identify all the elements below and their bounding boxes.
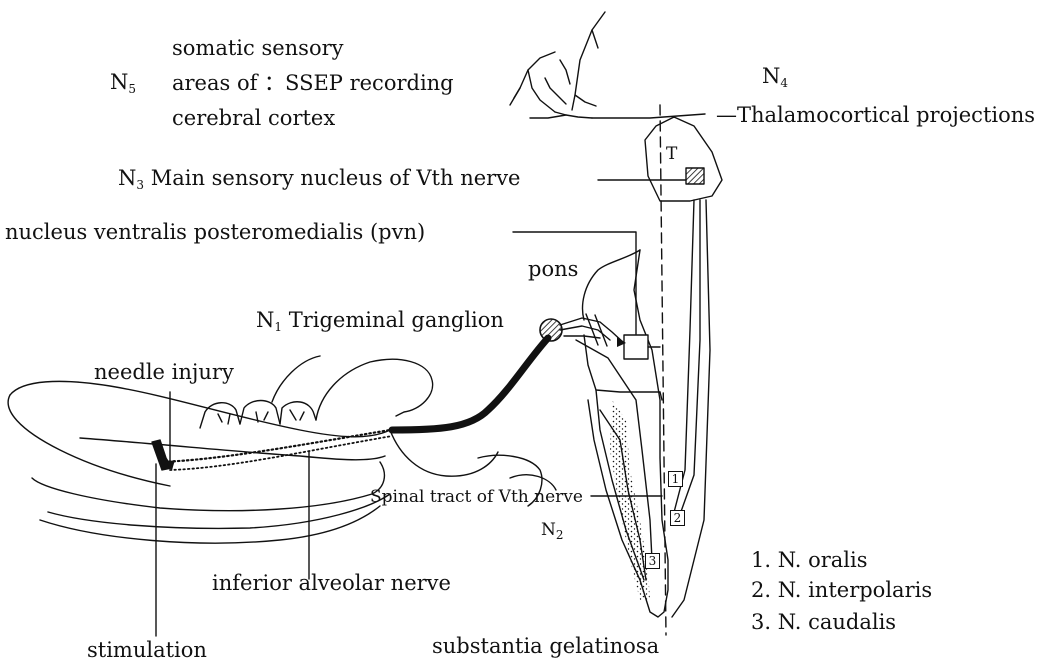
mandible-outline [8,381,556,543]
legend-item-caudalis: 3. N. caudalis [751,612,896,633]
pvn-label: nucleus ventralis posteromedialis (pvn) [5,222,425,243]
pons-label: pons [528,259,578,280]
spinal-tract-label: Spinal tract of Vth nerve [370,489,583,506]
thalamus-mark: T [666,146,677,163]
vpm-box [624,335,648,359]
nucleus-box-3: 3 [645,553,660,569]
nucleus-box-1: 1 [668,471,683,487]
n2-label: N2 [541,522,564,541]
nucleus-box-2: 2 [670,510,685,526]
legend-item-interpolaris: 2. N. interpolaris [751,580,932,601]
thalamocortical-fibers [672,200,710,617]
main-sensory-nucleus-icon [686,168,704,184]
legend-item-oralis: 1. N. oralis [751,550,868,571]
trigeminal-root-fibers [560,314,624,346]
brainstem-outline [583,117,722,617]
cortical-neurons [510,12,705,118]
nerve-thick-trunk [392,338,548,430]
alveolar-nerve-label: inferior alveolar nerve [212,573,451,594]
n1-label: N1 Trigeminal ganglion [256,310,504,333]
leader-lines [156,180,686,636]
arrowheads [165,337,626,470]
n3-label: N3 Main sensory nucleus of Vth nerve [118,168,520,191]
cortex-line-2: areas of ：SSEP recording [172,73,454,94]
stimulation-label: stimulation [87,640,207,661]
n5-label: N5 [110,72,136,95]
trigeminal-ganglion-icon [540,319,562,341]
nerve-dotted-segment [160,430,390,462]
thalamocortical-label: —Thalamocortical projections [716,105,1035,126]
nerve-dotted-segment-2 [170,436,392,470]
midline-dashed [660,105,666,635]
n4-label: N4 [762,66,788,89]
thalamocortical-dash: — [716,103,737,127]
substantia-gelatinosa-label: substantia gelatinosa [432,636,659,657]
substantia-gelatinosa-stipple [610,400,650,600]
needle-injury-label: needle injury [94,362,234,383]
cortex-line-1: somatic sensory [172,38,344,59]
teeth-outline [200,356,433,428]
cortex-line-3: cerebral cortex [172,108,335,129]
